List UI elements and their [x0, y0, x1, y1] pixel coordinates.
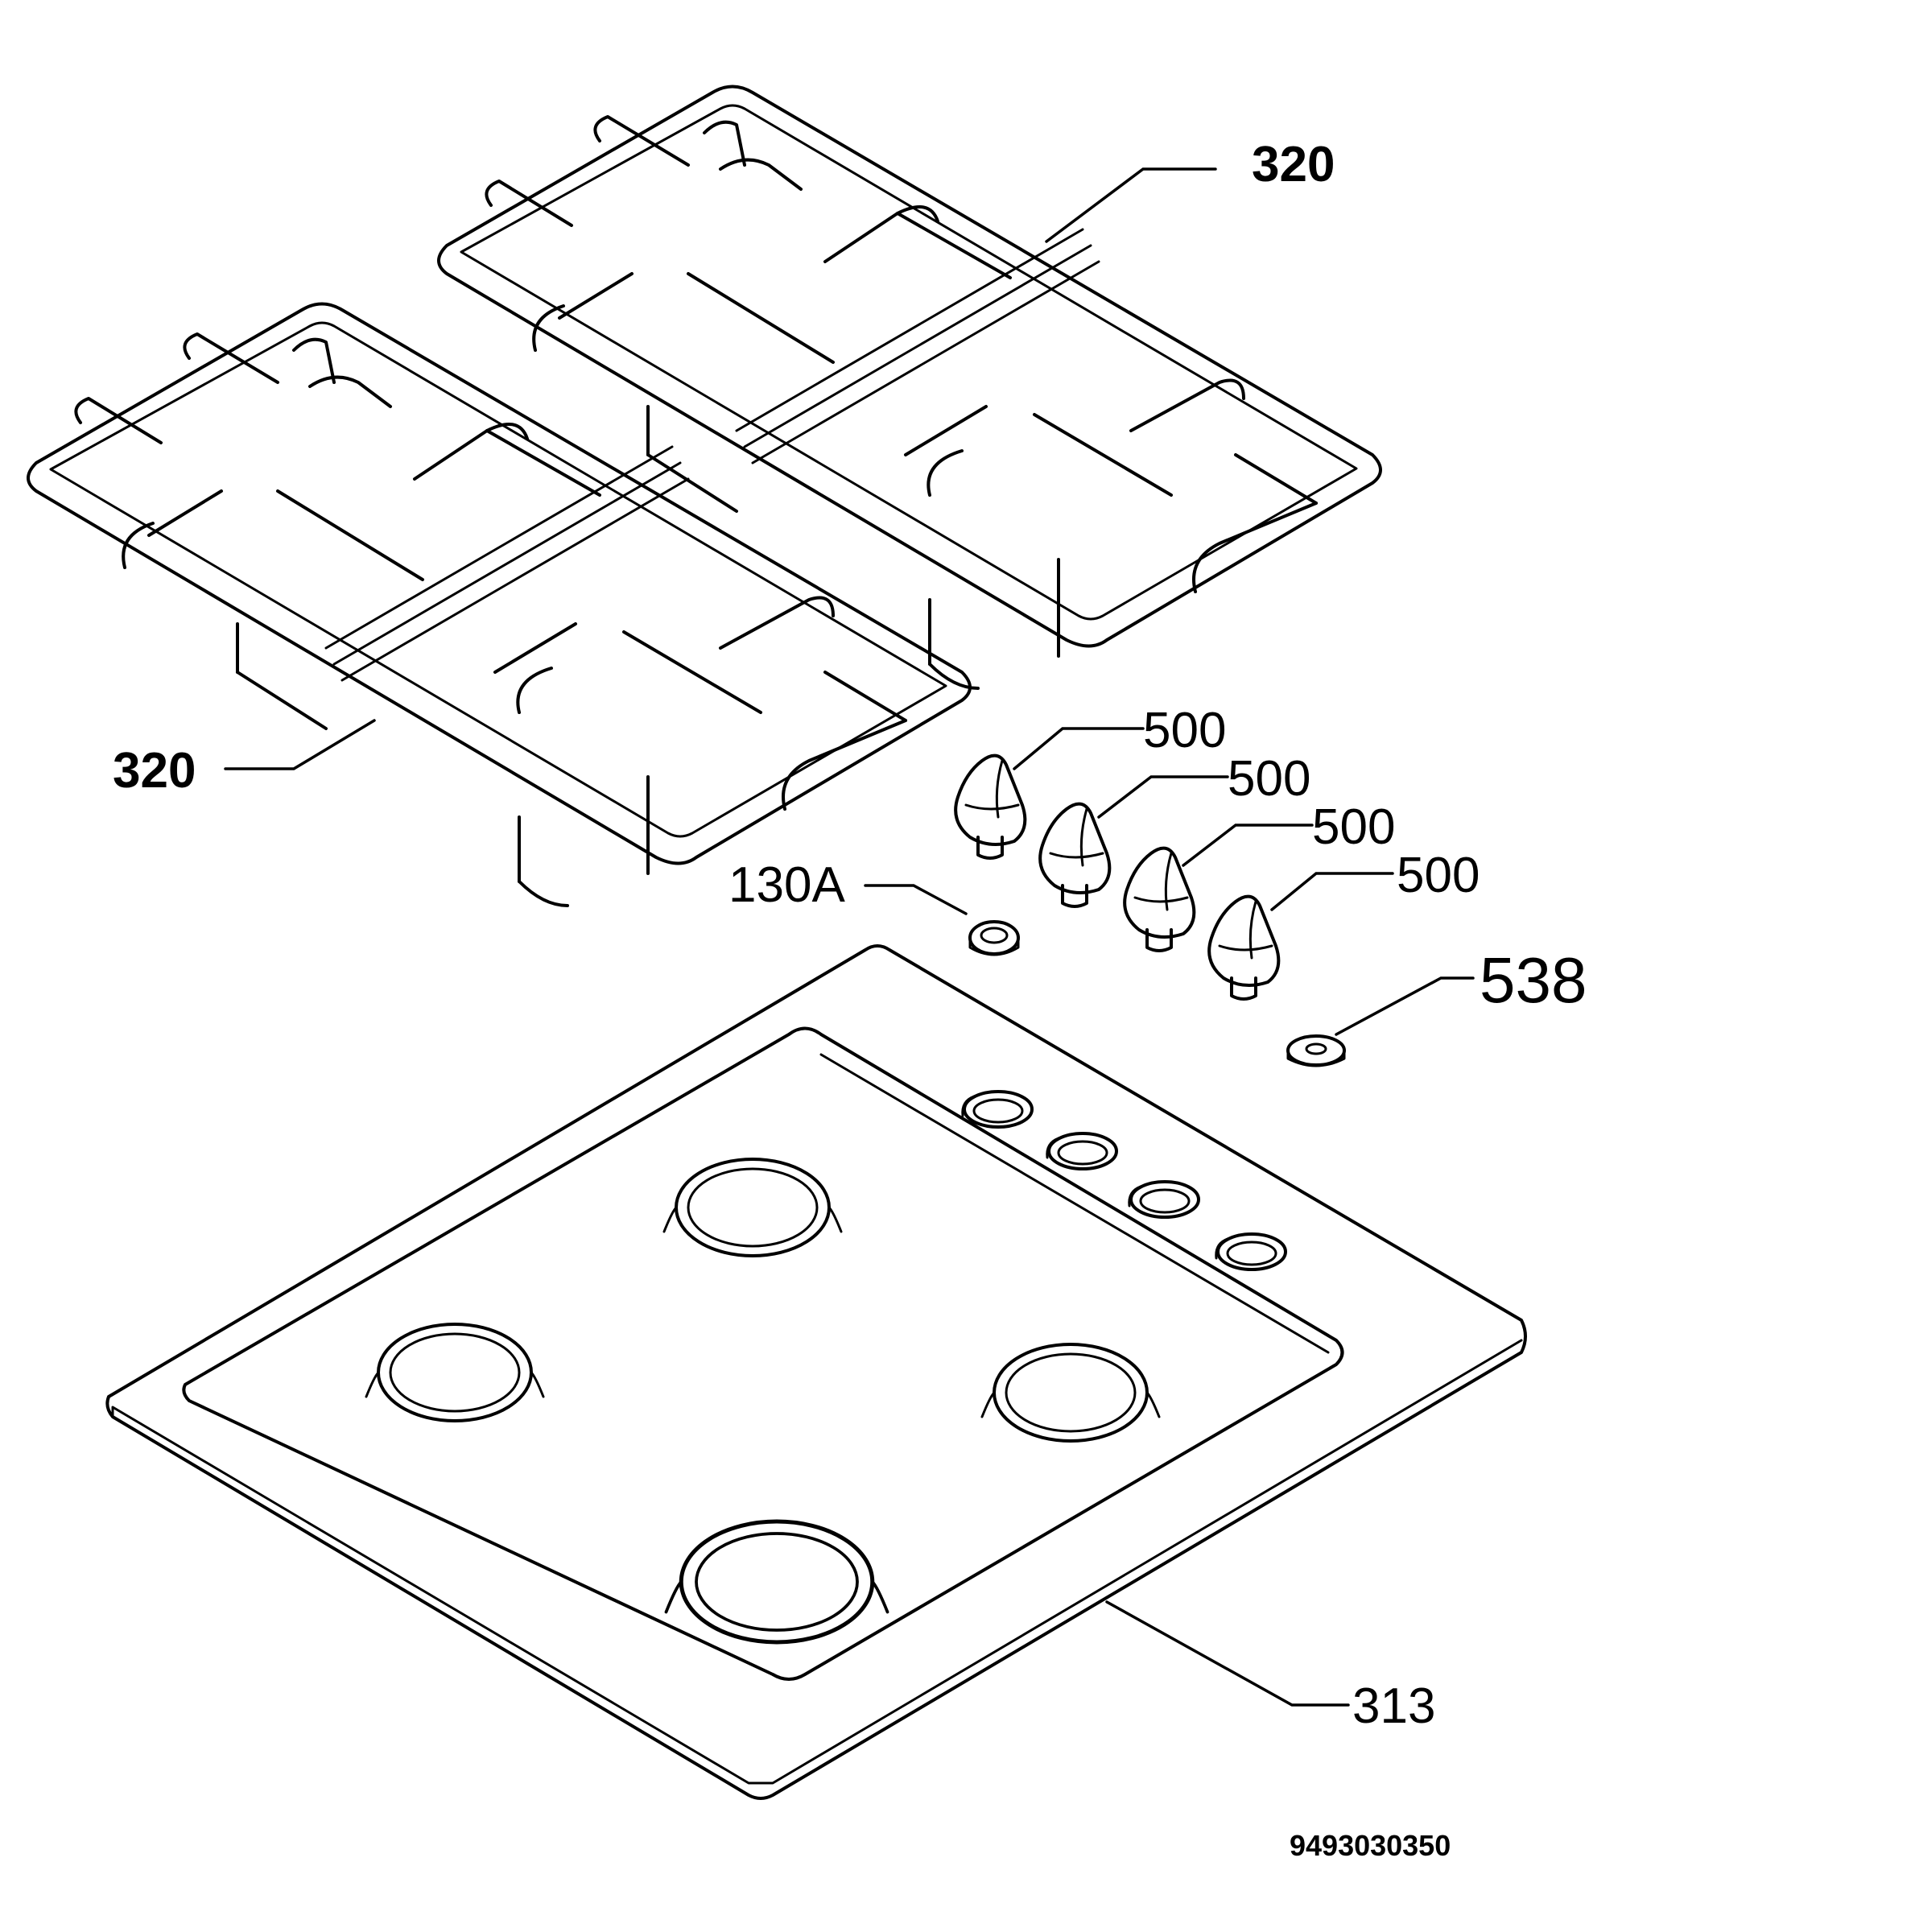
knob-hole-2 [1045, 1132, 1118, 1170]
control-knob-2 [1038, 802, 1112, 908]
burner-left [365, 1323, 545, 1422]
pan-support-grate-left [27, 302, 972, 907]
label-320-left: 320 [113, 743, 196, 799]
knob-hole-4 [1214, 1232, 1287, 1271]
burner-rear [662, 1158, 843, 1257]
label-313: 313 [1352, 1678, 1435, 1734]
leader-lines [224, 167, 1475, 1707]
knob-hole-1 [960, 1090, 1034, 1129]
drawing-number: 9493030350 [1290, 1829, 1451, 1862]
knob-hole-3 [1127, 1180, 1200, 1219]
label-320-top: 320 [1252, 137, 1335, 192]
burner-front [667, 1521, 888, 1642]
spark-ignition-button [968, 920, 1020, 956]
burner-right [980, 1343, 1161, 1443]
label-538: 538 [1480, 944, 1587, 1016]
hob-panel [105, 944, 1527, 1800]
label-500-1: 500 [1143, 703, 1226, 758]
label-500-3: 500 [1312, 799, 1395, 855]
washer-part [1286, 1034, 1346, 1067]
pan-support-grate-right [437, 85, 1382, 690]
label-500-4: 500 [1397, 848, 1480, 903]
label-500-2: 500 [1228, 751, 1310, 807]
control-knob-1 [954, 753, 1027, 860]
control-knob-4 [1207, 894, 1281, 1001]
label-130a: 130A [728, 857, 845, 913]
